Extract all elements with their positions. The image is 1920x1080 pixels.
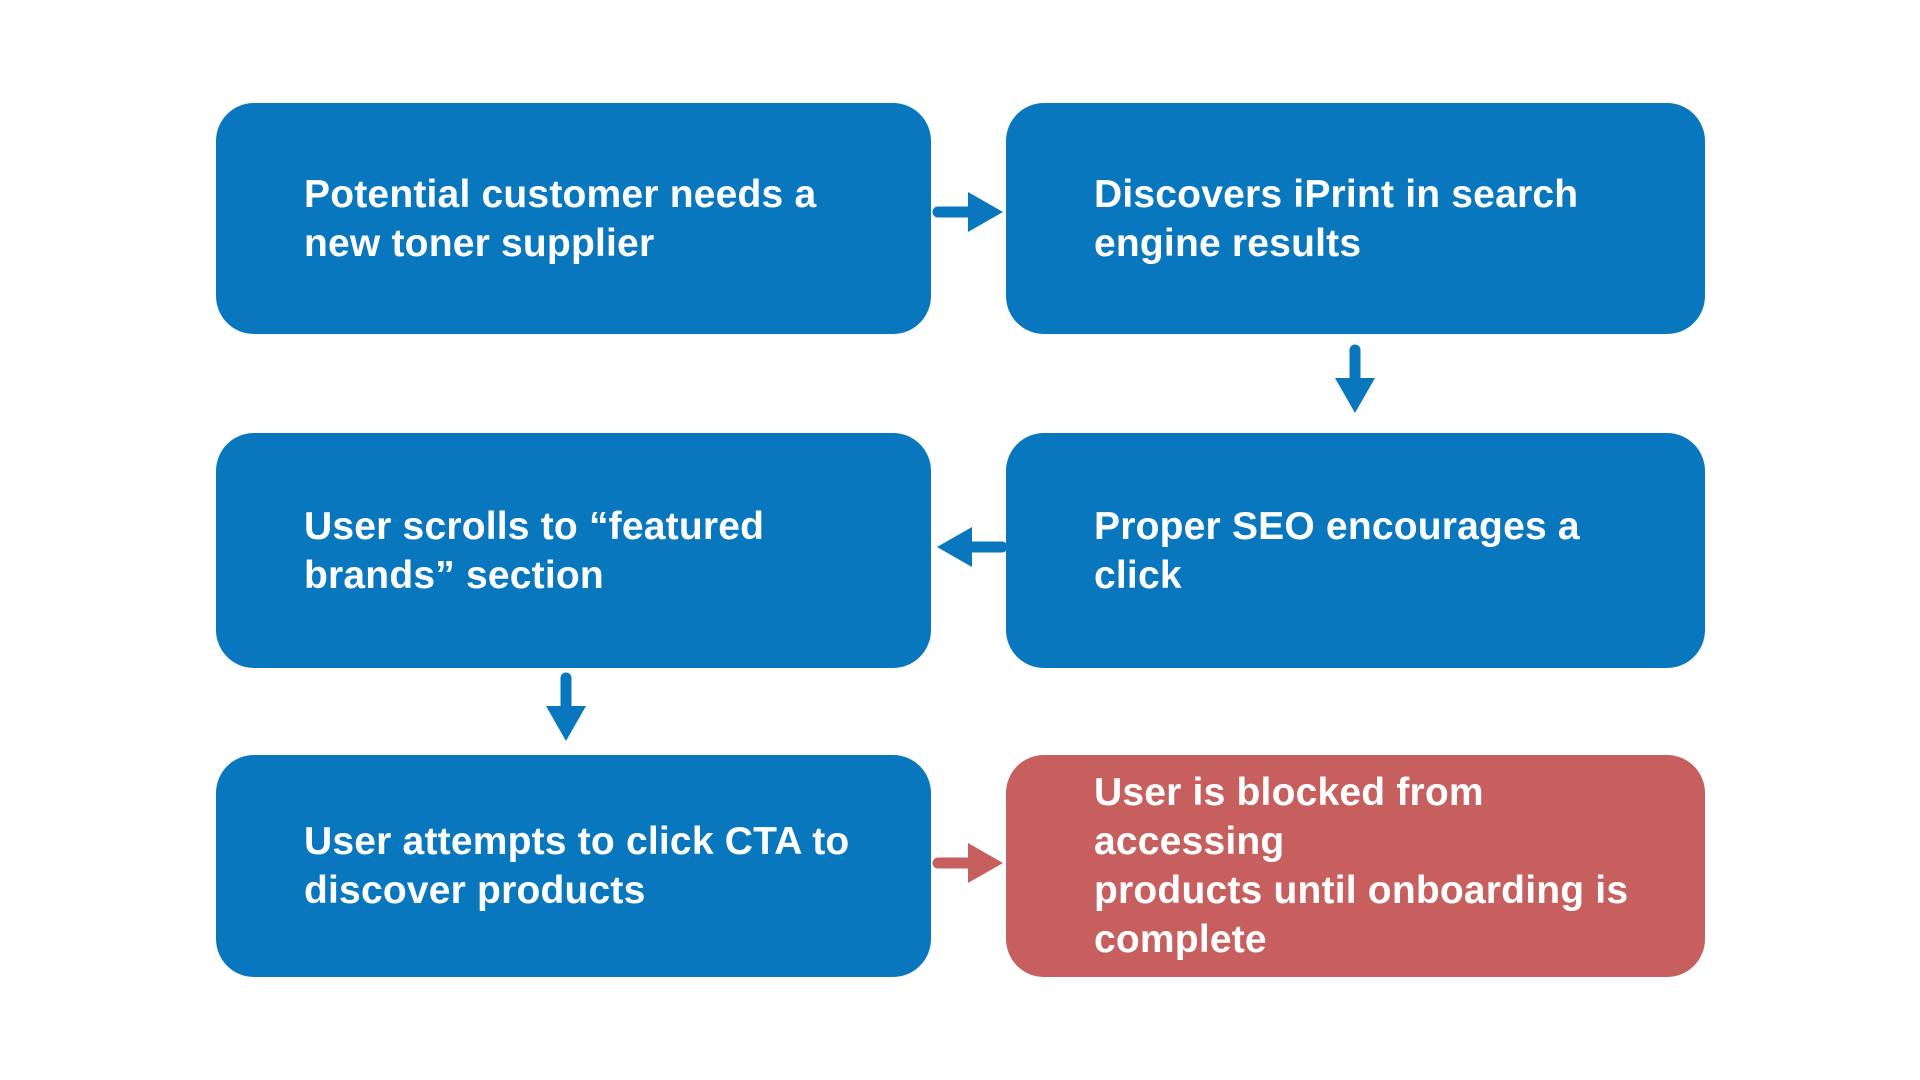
- arrow-down-icon: [546, 672, 586, 741]
- flow-step-4-label: Proper SEO encourages a click: [1094, 504, 1580, 597]
- flow-step-3-label: User scrolls to “featured brands” sectio…: [304, 504, 765, 597]
- flow-step-blocked: User is blocked from accessing products …: [1006, 755, 1705, 977]
- flow-step-3: User scrolls to “featured brands” sectio…: [216, 433, 931, 668]
- flow-step-blocked-label: User is blocked from accessing products …: [1094, 771, 1629, 961]
- flow-step-2: Discovers iPrint in search engine result…: [1006, 103, 1705, 334]
- arrow-left-icon: [937, 527, 1008, 567]
- flow-step-2-label: Discovers iPrint in search engine result…: [1094, 172, 1579, 265]
- flow-step-1: Potential customer needs a new toner sup…: [216, 103, 931, 334]
- flow-step-5-label: User attempts to click CTA to discover p…: [304, 820, 850, 912]
- arrow-down-icon: [1335, 344, 1375, 413]
- flow-step-4: Proper SEO encourages a click: [1006, 433, 1705, 668]
- flow-step-1-label: Potential customer needs a new toner sup…: [304, 172, 817, 265]
- arrow-right-icon: [932, 192, 1003, 232]
- flow-step-5: User attempts to click CTA to discover p…: [216, 755, 931, 977]
- arrow-right-icon: [932, 843, 1003, 883]
